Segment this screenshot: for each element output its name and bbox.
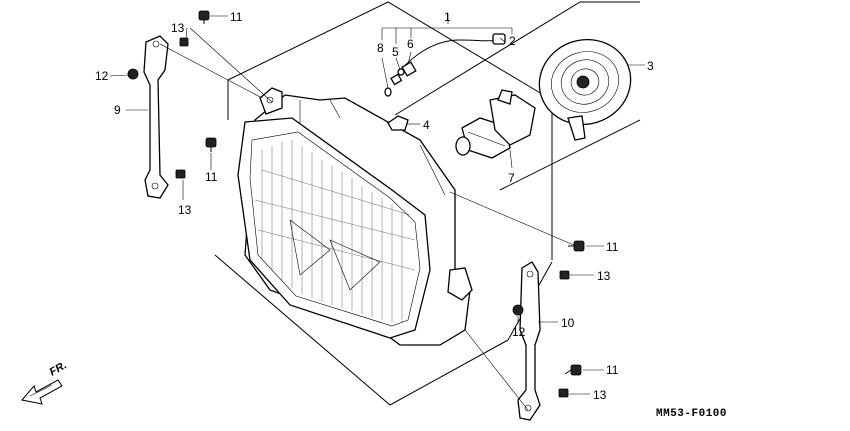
callout-labels: 11 13 12 9 11 13 1 8 5 6 2 3 4 7 11 13 1…: [95, 10, 654, 402]
screw-icon: [198, 10, 210, 24]
right-stay: [517, 261, 541, 421]
retaining-clip: [387, 115, 409, 131]
bolt-icon: [558, 388, 569, 398]
callout-13: 13: [178, 203, 192, 217]
callout-5: 5: [392, 45, 399, 59]
headlight-lens: [237, 117, 431, 339]
callout-11: 11: [230, 10, 243, 24]
callout-2: 2: [509, 34, 516, 48]
callout-8: 8: [377, 41, 384, 55]
callout-13: 13: [597, 269, 611, 283]
callout-13: 13: [171, 21, 185, 35]
front-direction-indicator: FR.: [21, 359, 69, 405]
callout-13: 13: [593, 388, 607, 402]
screw-icon: [205, 137, 217, 152]
bolt-icon: [559, 270, 570, 280]
callout-11: 11: [205, 170, 218, 184]
callout-10: 10: [561, 316, 575, 330]
callout-12: 12: [512, 325, 526, 339]
lens-ribs: [254, 140, 416, 322]
callout-4: 4: [423, 118, 430, 132]
left-stay: [143, 35, 169, 199]
front-label: FR.: [48, 359, 69, 378]
wiring-subharness: [384, 33, 506, 97]
screw-icon: [568, 240, 585, 252]
bolt-icon: [175, 169, 186, 179]
arrow-icon: [21, 379, 63, 405]
halogen-bulb: [455, 89, 536, 159]
bolt-icon: [179, 37, 189, 47]
callout-12: 12: [95, 69, 109, 83]
callout-11: 11: [606, 240, 619, 254]
grommet-icon: [127, 68, 139, 80]
socket-cover: [538, 38, 632, 141]
callout-6: 6: [407, 37, 414, 51]
callout-1: 1: [444, 10, 451, 24]
callout-3: 3: [647, 59, 654, 73]
fasteners: [127, 10, 585, 398]
callout-9: 9: [114, 103, 121, 117]
grommet-icon: [512, 304, 524, 316]
callout-11: 11: [606, 363, 619, 377]
screw-icon: [564, 364, 582, 376]
callout-7: 7: [508, 171, 515, 185]
leader-lines: [109, 14, 645, 411]
diagram-code: MM53-F0100: [656, 408, 727, 420]
